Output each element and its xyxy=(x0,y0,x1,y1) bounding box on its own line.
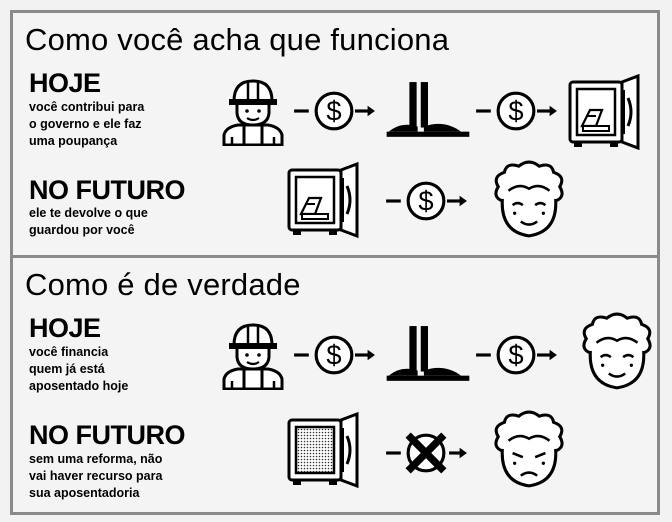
money-icon xyxy=(384,180,468,222)
worker-icon xyxy=(218,74,288,146)
section-2-future-heading: NO FUTURO xyxy=(29,420,185,450)
section-1-future-description: ele te devolve o que guardou por você xyxy=(29,206,148,237)
money-icon xyxy=(292,90,376,132)
empty-safe-icon xyxy=(285,410,365,490)
sad-elder-face-icon xyxy=(488,410,570,492)
money-icon xyxy=(292,334,376,376)
section-2-today-heading: HOJE xyxy=(29,313,101,343)
worker-icon xyxy=(218,318,288,390)
money-icon xyxy=(474,90,558,132)
section-1-today-description: você contribui para o governo e ele faz … xyxy=(29,100,145,148)
safe-icon xyxy=(285,160,365,240)
money-icon xyxy=(474,334,558,376)
elder-face-icon xyxy=(488,160,570,242)
section-divider xyxy=(10,255,660,258)
section-2-today-description: você financia quem já está aposentado ho… xyxy=(29,345,129,393)
section-2-future-description: sem uma reforma, não vai haver recurso p… xyxy=(29,452,163,500)
section-1-future-heading: NO FUTURO xyxy=(29,175,185,205)
crossed-money-icon xyxy=(384,432,468,474)
safe-icon xyxy=(566,72,646,152)
section-1-title: Como você acha que funciona xyxy=(25,22,450,57)
elder-face-icon xyxy=(576,312,658,394)
congress-building-icon xyxy=(386,324,470,386)
section-2-title: Como é de verdade xyxy=(25,267,301,302)
section-1-today-heading: HOJE xyxy=(29,68,101,98)
congress-building-icon xyxy=(386,80,470,142)
